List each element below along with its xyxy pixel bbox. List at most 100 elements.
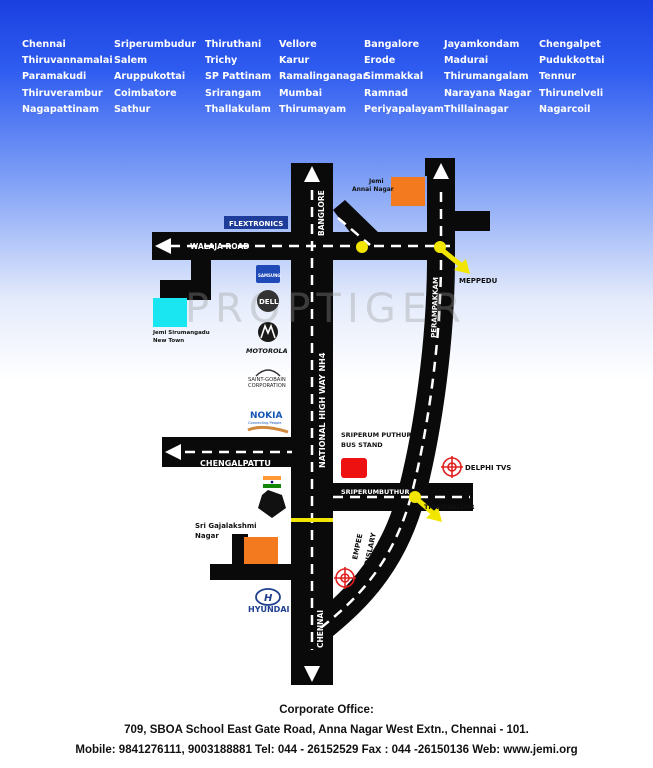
yellow-arrow-head-icon — [454, 259, 470, 274]
city-column-7: Chengalpet Pudukkottai Tennur Thirunelve… — [539, 37, 605, 118]
walaja-road — [152, 232, 454, 260]
motorola-text: MOTOROLA — [246, 347, 288, 355]
city-name: Thiruvannamalai — [22, 55, 113, 67]
city-name: Thiruverambur — [22, 87, 103, 99]
nokia-text: NOKIA — [250, 411, 283, 421]
hyundai-text: HYUNDAI — [248, 605, 290, 614]
perampakkam-label: PERAMPAKKAM — [430, 277, 440, 338]
hyundai-logo-icon — [255, 588, 281, 606]
city-name: Thirunelveli — [539, 87, 604, 99]
direction-arrows — [155, 163, 449, 682]
gajalakshmi-label-2: Nagar — [195, 532, 219, 540]
chengalpattu-label: CHENGALPATTU — [200, 459, 271, 468]
jemi-annai-nagar-plot — [391, 177, 425, 206]
arrow-south-icon — [304, 666, 320, 682]
arrow-west-icon — [165, 444, 181, 460]
city-name: Jayamkondam — [444, 39, 520, 50]
city-name: Chengalpet — [539, 39, 601, 50]
city-column-2: Sriperumbudur Salem Aruppukottai Coimbat… — [114, 37, 196, 118]
city-name: Thirumayam — [279, 103, 347, 115]
gajalakshmi-label-1: Sri Gajalakshmi — [195, 522, 257, 530]
city-name: Bangalore — [364, 39, 420, 50]
dell-text: DELL — [259, 298, 279, 306]
bus-stand-marker — [341, 458, 367, 478]
junction-dot — [356, 241, 368, 253]
city-name: Ramnad — [364, 87, 409, 99]
city-name: Nagarcoil — [539, 103, 591, 115]
nh4-label: NATIONAL HIGH WAY NH4 — [318, 352, 327, 468]
motorola-m-icon — [260, 323, 276, 339]
city-list: Chennai Thiruvannamalai Paramakudi Thiru… — [0, 0, 653, 120]
hyundai-h-icon: H — [264, 593, 273, 604]
city-name: Srirangam — [205, 87, 262, 99]
city-name: Salem — [114, 55, 148, 67]
city-name: Nagapattinam — [22, 103, 99, 115]
city-name: Periyapalayam — [364, 103, 444, 115]
city-name: Ramalinganagar — [279, 71, 368, 83]
city-name: Thillainagar — [444, 103, 509, 115]
city-name: Sathur — [114, 103, 151, 115]
jemi-sirumangadu-label-2: New Town — [153, 338, 184, 344]
thiruvallur-label: THIRUVALLUR — [424, 503, 475, 511]
city-name: Karur — [279, 55, 310, 67]
city-name: Tennur — [539, 71, 576, 83]
city-name: Erode — [364, 55, 396, 67]
sriperumbuthur-label: SRIPERUMBUTHUR — [341, 488, 409, 496]
footer-heading: Corporate Office: — [279, 704, 374, 716]
city-name: Paramakudi — [22, 71, 87, 83]
city-name: Chennai — [22, 39, 66, 50]
city-name: SP Pattinam — [205, 71, 272, 83]
india-flag-icon — [263, 476, 281, 488]
city-column-1: Chennai Thiruvannamalai Paramakudi Thiru… — [22, 37, 113, 118]
jemi-sirumangadu-label-1: Jemi Sirumangadu — [152, 330, 210, 336]
watermark: PROPTIGER — [185, 286, 467, 332]
city-name: Aruppukottai — [114, 71, 186, 83]
city-name: Coimbatore — [114, 87, 177, 99]
flextronics-text: FLEXTRONICS — [229, 220, 283, 228]
junction-markers — [291, 241, 470, 522]
empee-label: EMPEE — [351, 533, 364, 561]
city-name: Narayana Nagar — [444, 87, 532, 99]
city-column-3: Thiruthani Trichy SP Pattinam Srirangam … — [205, 37, 271, 118]
temple-icon — [258, 490, 286, 518]
walaja-road-label: WALAJA ROAD — [190, 242, 250, 251]
arrow-north-icon — [304, 166, 320, 182]
city-name: Simmakkal — [364, 71, 424, 83]
city-name: Thirumangalam — [444, 71, 529, 83]
lane-markings — [170, 190, 470, 650]
gajalakshmi-nagar-plot — [244, 537, 278, 564]
footer: Corporate Office: 709, SBOA School East … — [0, 700, 653, 760]
jemi-annai-label-1: Jemi — [368, 178, 384, 185]
city-column-4: Vellore Karur Ramalinganagar Mumbai Thir… — [279, 37, 367, 118]
road-spur — [210, 564, 292, 580]
nokia-hands-icon — [247, 425, 289, 434]
bus-stand-label-1: SRIPERUM PUTHUR — [341, 431, 412, 439]
footer-address: 709, SBOA School East Gate Road, Anna Na… — [124, 724, 529, 736]
city-name: Sriperumbudur — [114, 39, 196, 50]
yellow-arrow-head-icon — [426, 507, 442, 522]
samsung-text: SAMSUNG — [258, 273, 281, 278]
saint-gobain-text-2: CORPORATION — [248, 383, 286, 389]
delphi-target-icon — [441, 456, 463, 478]
footer-contact: Mobile: 9841276111, 9003188881 Tel: 044 … — [75, 744, 578, 756]
city-name: Mumbai — [279, 87, 323, 99]
jemi-sirumangadu-plot — [153, 298, 187, 327]
city-name: Vellore — [279, 39, 317, 50]
chennai-label: CHENNAI — [316, 610, 325, 648]
target-icon — [334, 567, 356, 589]
nokia-tagline: Connecting People — [248, 421, 282, 425]
dell-logo — [257, 290, 279, 312]
saint-gobain-arch-icon — [255, 369, 281, 377]
yellow-arrow-icon — [440, 248, 464, 268]
road-spur — [452, 211, 490, 231]
banglore-label: BANGLORE — [317, 190, 326, 236]
bus-stand-label-2: BUS STAND — [341, 441, 383, 449]
arrow-west-icon — [155, 238, 171, 254]
city-name: Thallakulam — [205, 103, 271, 115]
flextronics-logo — [224, 216, 288, 229]
jemi-annai-label-2: Annai Nagar — [352, 186, 394, 193]
road-spur — [160, 280, 210, 300]
city-column-6: Jayamkondam Madurai Thirumangalam Naraya… — [444, 37, 531, 118]
delphi-tvs-label: DELPHI TVS — [465, 464, 511, 472]
